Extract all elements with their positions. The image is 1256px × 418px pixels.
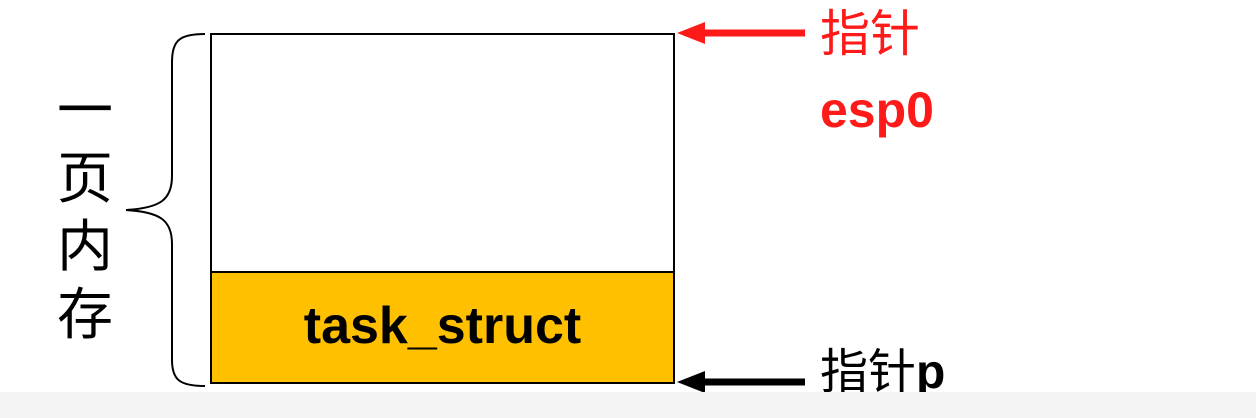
label-char-1: 一 <box>57 79 113 144</box>
task-struct-section: task_struct <box>212 271 673 382</box>
task-struct-label: task_struct <box>303 296 582 355</box>
label-char-3: 内 <box>57 215 113 280</box>
label-char-4: 存 <box>57 283 113 348</box>
esp0-pointer-label: 指针 <box>820 5 920 63</box>
p-pointer-var: p <box>916 346 946 399</box>
memory-page-label: 一 页 内 存 <box>52 78 118 350</box>
memory-page-block: task_struct <box>210 33 675 384</box>
esp0-pointer-name: esp0 <box>820 82 934 138</box>
label-char-2: 页 <box>57 147 113 212</box>
esp0-arrow <box>677 22 805 44</box>
bottom-strip <box>0 392 1256 418</box>
p-arrow <box>677 371 805 393</box>
p-pointer-label: 指针p <box>820 340 945 405</box>
curly-brace <box>125 33 206 387</box>
p-pointer-cn: 指针 <box>820 344 917 400</box>
